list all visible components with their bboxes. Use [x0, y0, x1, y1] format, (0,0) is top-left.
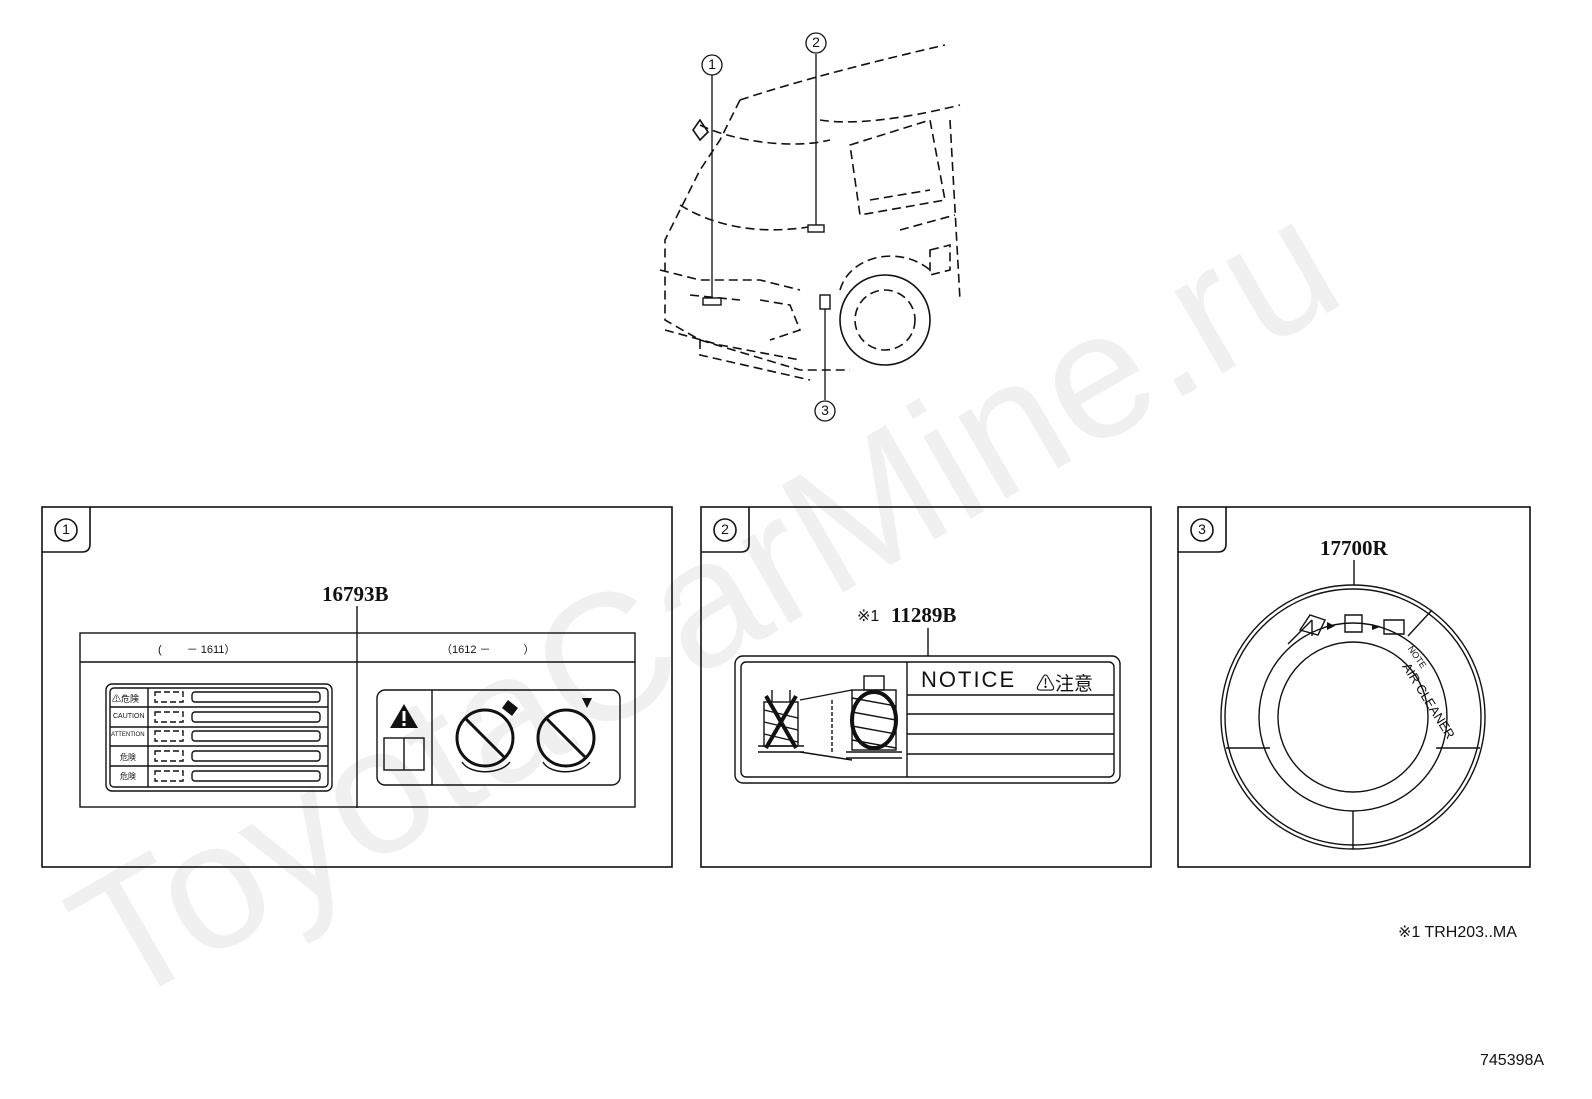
panel2-part-number: 11289B: [891, 603, 957, 627]
panel1-right-header: （1612 － ）: [441, 644, 535, 656]
callout-3: 3: [821, 402, 829, 418]
panel2-notice-title: NOTICE: [921, 667, 1017, 692]
panel1-left-header: ( － 1611）: [158, 644, 236, 656]
footnote-trh203: ※1 TRH203..MA: [1398, 924, 1517, 941]
panel3-part-number: 17700R: [1320, 536, 1388, 560]
panel2-index: 2: [721, 521, 729, 537]
panel1-row-4: 危険: [120, 753, 136, 762]
panel1-row-1: ⚠危険: [112, 694, 140, 704]
panel3-index: 3: [1198, 521, 1206, 537]
panel1-index: 1: [62, 521, 70, 537]
callout-2: 2: [812, 34, 820, 50]
panel1-row-3: ATTENTION: [111, 732, 145, 738]
panel1-row-5: 危険: [120, 772, 136, 781]
panel2-footnote-mark: ※1: [857, 608, 880, 625]
panel1-row-2: CAUTION: [113, 713, 145, 720]
callout-1: 1: [708, 56, 716, 72]
drawing-id: 745398A: [1480, 1052, 1545, 1069]
panel2-notice-jp: ⚠注意: [1036, 674, 1094, 695]
panel1-part-number: 16793B: [322, 582, 389, 606]
